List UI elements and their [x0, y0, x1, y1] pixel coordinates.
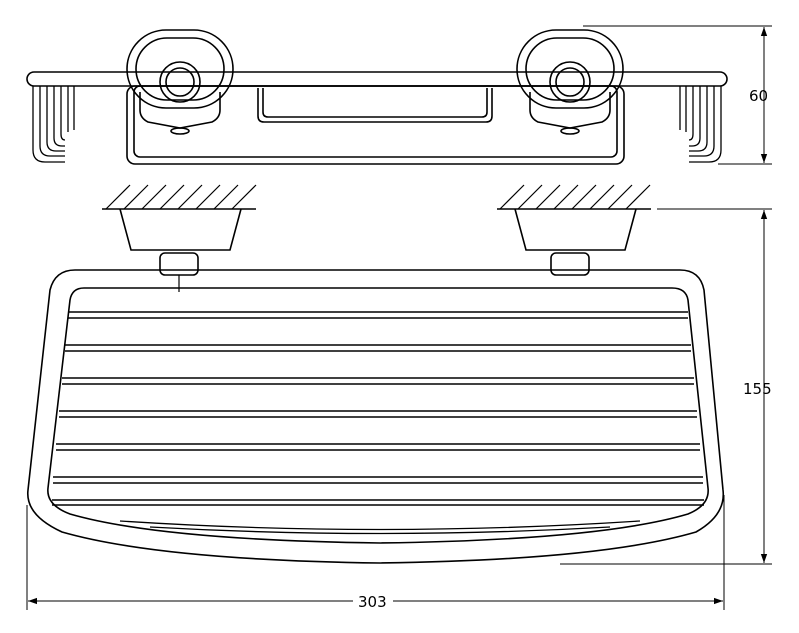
dimension-label-depth: 155 — [743, 380, 772, 398]
bracket-right — [514, 208, 637, 276]
bracket-left — [119, 208, 242, 292]
wall-mount-right — [516, 29, 624, 109]
basket-inner-frame — [47, 287, 709, 544]
basket-outer-frame — [27, 269, 725, 564]
basket-side-wires-left — [32, 86, 75, 163]
dimension-height: 60 — [583, 25, 772, 165]
bottom-view — [27, 184, 725, 564]
dimension-label-width: 303 — [358, 593, 387, 611]
basket-slats — [52, 311, 704, 506]
basket-front-lip-2 — [119, 520, 641, 531]
basket-front-frame — [26, 71, 728, 165]
dimension-width: 303 — [26, 495, 725, 611]
basket-side-wires-right — [679, 86, 722, 163]
wall-hatch-left — [102, 184, 257, 210]
dimension-label-height: 60 — [749, 87, 768, 105]
wall-hatch-right — [497, 184, 651, 210]
dimension-depth: 155 — [560, 208, 772, 565]
basket-front-lip — [149, 526, 611, 535]
top-view — [26, 29, 728, 165]
wall-mount-left — [126, 29, 234, 109]
